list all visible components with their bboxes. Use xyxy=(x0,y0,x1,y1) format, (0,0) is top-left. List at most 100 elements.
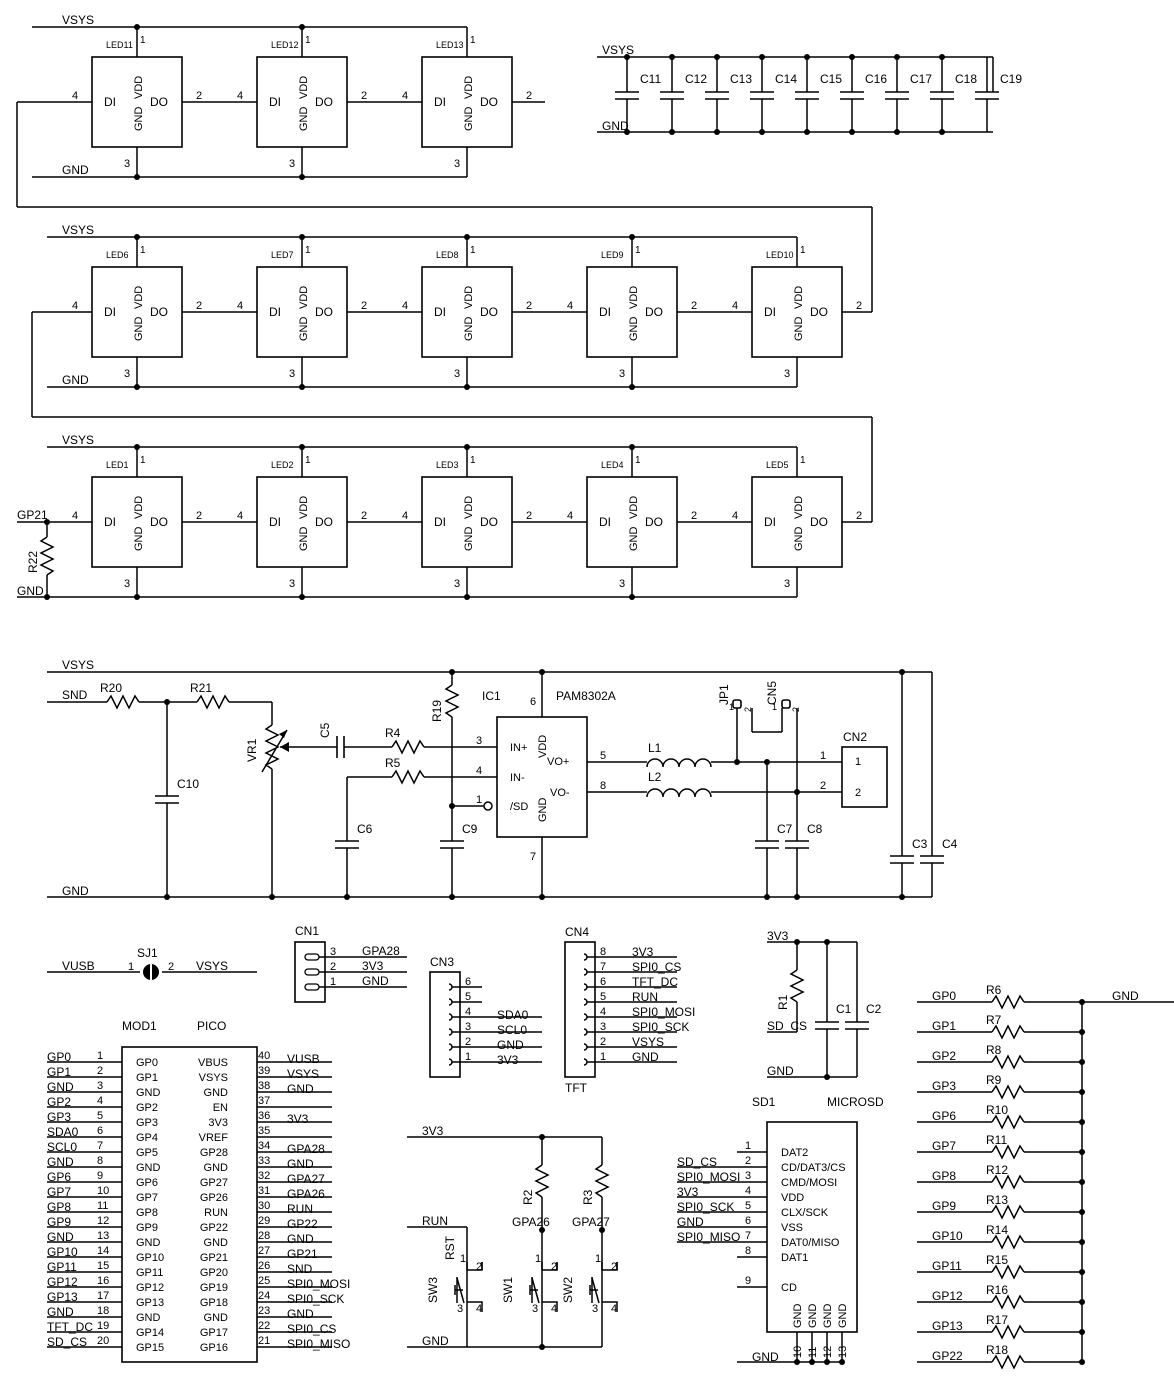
net-label-vsys: VSYS xyxy=(62,223,94,237)
svg-text:1: 1 xyxy=(535,1253,541,1265)
cn1-ref: CN1 xyxy=(295,924,319,938)
svg-text:27: 27 xyxy=(258,1245,270,1257)
svg-text:GND: GND xyxy=(204,1312,229,1324)
svg-text:4: 4 xyxy=(732,510,738,522)
svg-text:GP9: GP9 xyxy=(47,1215,71,1229)
svg-text:3V3: 3V3 xyxy=(208,1117,228,1129)
svg-text:IN-: IN- xyxy=(510,772,525,784)
svg-text:7: 7 xyxy=(745,1230,751,1242)
r22-ref: R22 xyxy=(26,551,40,573)
svg-text:GND: GND xyxy=(793,317,805,342)
svg-text:GND: GND xyxy=(287,1307,314,1321)
led-ref: LED10 xyxy=(766,250,794,260)
net-label-vsys: VSYS xyxy=(62,433,94,447)
svg-text:3V3: 3V3 xyxy=(497,1053,519,1067)
net-label-vsys: VSYS xyxy=(62,13,94,27)
svg-text:5: 5 xyxy=(465,991,471,1003)
svg-text:1: 1 xyxy=(140,455,146,466)
svg-text:37: 37 xyxy=(258,1095,270,1107)
svg-text:1: 1 xyxy=(97,1050,103,1062)
svg-text:GP10: GP10 xyxy=(136,1252,164,1264)
led-ref: LED7 xyxy=(271,250,294,260)
svg-text:29: 29 xyxy=(258,1215,270,1227)
svg-text:VDD: VDD xyxy=(781,1192,804,1204)
net-label-gnd: GND xyxy=(1112,989,1139,1003)
svg-text:GP19: GP19 xyxy=(200,1282,228,1294)
svg-text:3V3: 3V3 xyxy=(287,1112,309,1126)
svg-text:SD_CS: SD_CS xyxy=(677,1155,717,1169)
svg-text:GP0: GP0 xyxy=(932,989,956,1003)
net-label-gnd: GND xyxy=(422,1334,449,1348)
svg-text:31: 31 xyxy=(258,1185,270,1197)
cap-c18: C18 xyxy=(930,54,977,135)
svg-text:RUN: RUN xyxy=(632,990,658,1004)
svg-text:GND: GND xyxy=(136,1087,161,1099)
cap-ref: C13 xyxy=(730,72,752,86)
svg-text:VDD: VDD xyxy=(463,496,475,519)
svg-text:GND: GND xyxy=(463,317,475,342)
svg-text:1: 1 xyxy=(595,1253,601,1265)
svg-text:DO: DO xyxy=(810,305,828,319)
net-label-vsys: VSYS xyxy=(62,658,94,672)
led-13: LED13 1 4 2 3 DI DO VDD GND xyxy=(402,27,532,177)
net-label-sd-cs: SD_CS xyxy=(767,1019,807,1033)
svg-text:5: 5 xyxy=(745,1200,751,1212)
svg-text:2: 2 xyxy=(743,707,753,712)
svg-text:GND: GND xyxy=(792,1304,804,1329)
svg-text:GND: GND xyxy=(298,527,310,552)
net-label-vsys: VSYS xyxy=(602,43,634,57)
svg-text:GND: GND xyxy=(204,1087,229,1099)
svg-text:8: 8 xyxy=(600,780,606,792)
svg-text:GND: GND xyxy=(463,107,475,132)
svg-text:6: 6 xyxy=(600,976,606,988)
sw3-ref: SW3 xyxy=(426,1277,440,1303)
svg-text:GND: GND xyxy=(136,1237,161,1249)
led-ref: LED12 xyxy=(271,40,299,50)
svg-text:GND: GND xyxy=(537,798,549,823)
svg-text:VDD: VDD xyxy=(298,496,310,519)
svg-text:DO: DO xyxy=(480,95,498,109)
svg-text:7: 7 xyxy=(530,851,536,863)
svg-text:DAT0/MISO: DAT0/MISO xyxy=(781,1237,840,1249)
svg-text:2: 2 xyxy=(196,510,202,522)
svg-text:DO: DO xyxy=(645,515,663,529)
svg-text:21: 21 xyxy=(258,1335,270,1347)
svg-text:9: 9 xyxy=(97,1170,103,1182)
svg-text:SPI0_SCK: SPI0_SCK xyxy=(287,1292,344,1306)
svg-text:GP22: GP22 xyxy=(200,1222,228,1234)
cn2-ref: CN2 xyxy=(843,730,867,744)
svg-text:3: 3 xyxy=(532,1303,538,1315)
svg-text:2: 2 xyxy=(691,300,697,312)
svg-text:4: 4 xyxy=(567,510,573,522)
svg-text:4: 4 xyxy=(72,300,78,312)
net-label-gpa27: GPA27 xyxy=(572,1215,610,1229)
net-label-gnd: GND xyxy=(17,584,44,598)
svg-text:GP6: GP6 xyxy=(47,1170,71,1184)
c8-ref: C8 xyxy=(807,822,823,836)
